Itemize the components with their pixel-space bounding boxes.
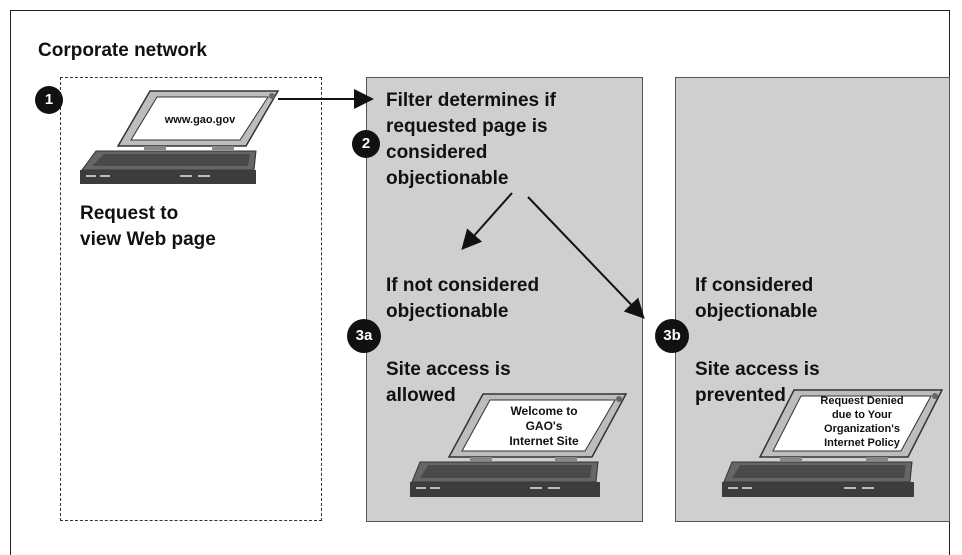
step-1-badge: 1 (35, 86, 63, 114)
denied-screen-text: Request Denied due to Your Organization'… (820, 395, 904, 449)
welcome-screen-text: Welcome to GAO's Internet Site (509, 404, 579, 448)
blocked-arrow (527, 196, 645, 319)
diagram-title: Corporate network (38, 40, 207, 61)
filter-description: Filter determines if requested page is c… (386, 90, 556, 189)
url-screen-text: www.gao.gov (164, 114, 236, 126)
step-3b-badge: 3b (655, 319, 689, 353)
step-3a-badge: 3a (347, 319, 381, 353)
request-label: Request to view Web page (80, 203, 216, 250)
not-objectionable-label: If not considered objectionable (386, 275, 540, 322)
corporate-network-boundary (60, 77, 322, 521)
allowed-arrow (461, 192, 513, 250)
step-2-badge: 2 (352, 130, 380, 158)
allowed-label: Site access is allowed (386, 359, 511, 406)
denied-laptop-icon (722, 389, 944, 497)
objectionable-label: If considered objectionable (695, 275, 818, 322)
requesting-laptop-icon (80, 90, 280, 184)
allowed-laptop-icon (410, 393, 628, 497)
prevented-label: Site access is prevented (695, 359, 820, 406)
